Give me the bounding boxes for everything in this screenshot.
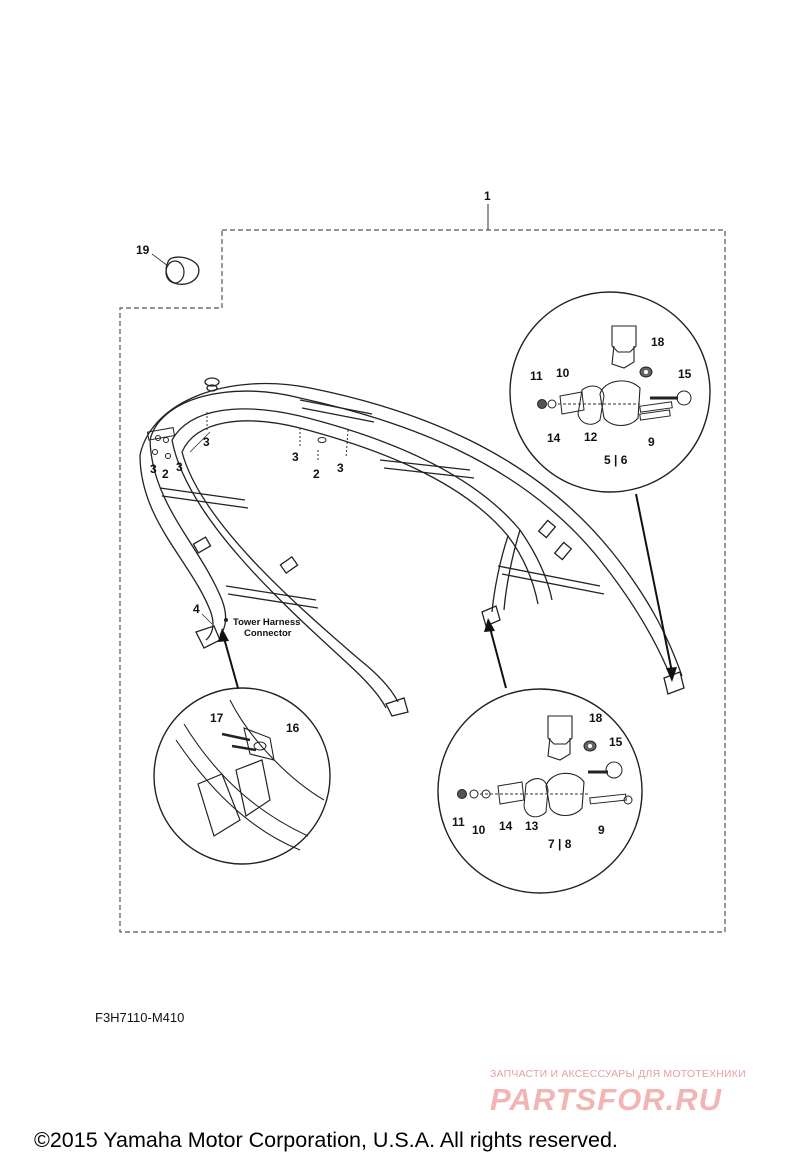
d1-callout-5-6: 5 | 6 — [604, 453, 628, 467]
d1-callout-10: 10 — [556, 366, 570, 380]
tower-harness-label: Tower Harness — [233, 617, 300, 628]
d3-callout-7-8: 7 | 8 — [548, 837, 572, 851]
callout-3d: 3 — [292, 450, 299, 464]
d1-callout-12: 12 — [584, 430, 598, 444]
d3-callout-10: 10 — [472, 823, 486, 837]
cap-part-19 — [151, 253, 200, 285]
callout-3b: 3 — [150, 462, 157, 476]
d3-callout-18: 18 — [589, 711, 603, 725]
copyright-notice: ©2015 Yamaha Motor Corporation, U.S.A. A… — [34, 1128, 618, 1152]
callout-3e: 3 — [337, 461, 344, 475]
d1-callout-18: 18 — [651, 335, 665, 349]
callout-2b: 2 — [313, 467, 320, 481]
d1-callout-15: 15 — [678, 367, 692, 381]
d1-callout-9: 9 — [648, 435, 655, 449]
callout-3c: 3 — [176, 460, 183, 474]
callout-19: 19 — [136, 243, 150, 257]
watermark-logo: PARTSFOR.RU — [490, 1082, 723, 1117]
assembly-boundary — [119, 229, 726, 933]
d2-callout-17: 17 — [210, 711, 224, 725]
detail-lower-right — [437, 688, 643, 894]
detail-upper-right — [509, 291, 711, 493]
detail-lower-left — [153, 687, 331, 865]
d3-callout-13: 13 — [525, 819, 539, 833]
callout-2a: 2 — [162, 467, 169, 481]
d1-callout-11: 11 — [530, 369, 543, 383]
callout-3a: 3 — [203, 435, 210, 449]
watermark-tagline: ЗАПЧАСТИ И АКСЕССУАРЫ ДЛЯ МОТОТЕХНИКИ — [490, 1068, 746, 1080]
d2-callout-16: 16 — [286, 721, 300, 735]
callout-1: 1 — [484, 189, 491, 203]
parts-diagram: 1 19 — [119, 189, 726, 933]
d3-callout-9: 9 — [598, 823, 605, 837]
connector-label: Connector — [244, 628, 292, 639]
top-hardware — [146, 412, 349, 460]
d3-callout-14: 14 — [499, 819, 513, 833]
d3-callout-15: 15 — [609, 735, 623, 749]
tower-frame — [139, 377, 685, 717]
callout-4: 4 — [193, 602, 200, 616]
d1-callout-14: 14 — [547, 431, 561, 445]
d3-callout-11: 11 — [452, 815, 465, 829]
diagram-code: F3H7110-M410 — [95, 1010, 185, 1025]
